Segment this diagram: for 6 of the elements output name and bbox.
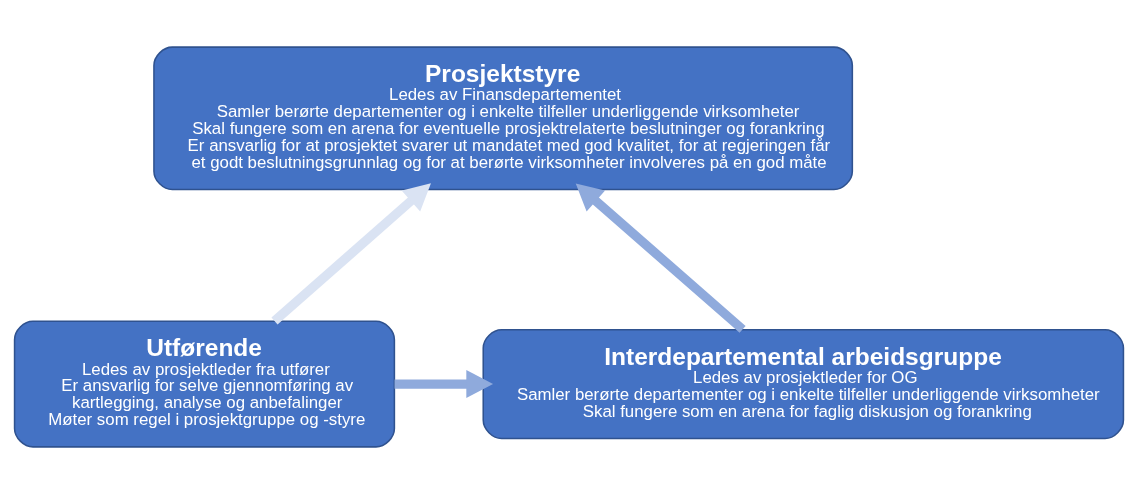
arrow [575, 183, 746, 333]
node-box: Prosjektstyre Ledes av Finansdepartementet Samler berørte departementer og i enkelte tilfeller underliggende virksomheter Skal fungere som en arena for eventuelle prosjektrelaterte beslutninger og forankring Er ansvarlig for at prosjektet svarer ut mandatet med god kvalitet, for at regjeringen får et godt beslutningsgrunnlag og for at berørte virksomheter involveres på en god måte [153, 46, 854, 191]
node-box: Utførende Ledes av prosjektleder fra utfører Er ansvarlig for selve gjennomføring av kartlegging, analyse og anbefalinger Møter som regel i prosjektgruppe og -styre [13, 320, 396, 448]
arrow [271, 183, 431, 325]
node-box: Interdepartemental arbeidsgruppe Ledes av prosjektleder for OG Samler berørte departementer og i enkelte tilfeller underliggende virksomheter Skal fungere som en arena for faglig diskusjon og forankring [482, 328, 1125, 440]
arrow [394, 370, 494, 399]
